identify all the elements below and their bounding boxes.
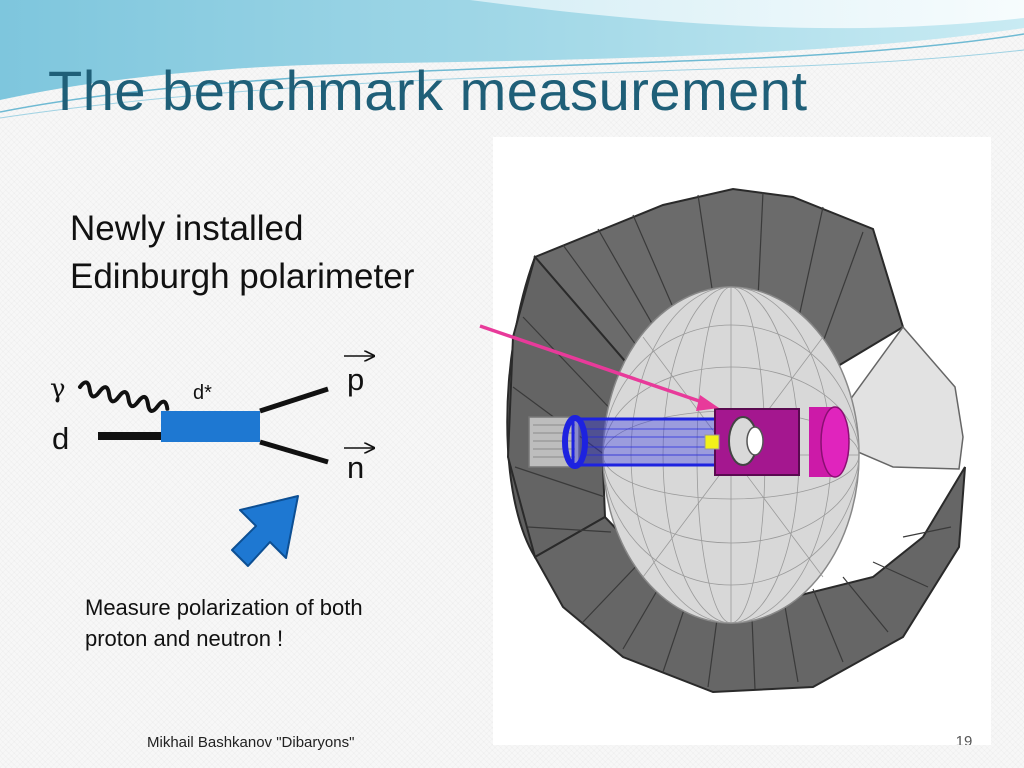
intro-text: Newly installed Edinburgh polarimeter: [70, 205, 414, 301]
neutron-label: n: [347, 450, 364, 485]
photon-wavy-line: [78, 380, 170, 413]
slide-title: The benchmark measurement: [48, 59, 808, 122]
blue-up-arrow-icon: [231, 495, 299, 567]
dstar-label: d*: [193, 382, 212, 404]
page-number: 19: [955, 733, 973, 745]
target-assembly: [528, 406, 850, 478]
intro-line-1: Newly installed: [70, 209, 304, 248]
neutron-line: [259, 439, 329, 465]
detector-illustration: [493, 137, 991, 745]
reaction-diagram: γ d d* p n: [50, 345, 400, 485]
footer-text: Mikhail Bashkanov "Dibaryons": [147, 734, 355, 751]
note-text: Measure polarization of both proton and …: [85, 592, 363, 654]
beam-pipe-ring: [562, 415, 588, 469]
note-line-2: proton and neutron !: [85, 626, 284, 651]
header-swoosh: [0, 0, 1024, 119]
dstar-resonance-box: [161, 411, 260, 442]
proton-label: p: [347, 362, 364, 397]
intro-line-2: Edinburgh polarimeter: [70, 257, 415, 296]
note-line-1: Measure polarization of both: [85, 595, 363, 620]
beam-pipe: [571, 417, 725, 467]
target-marker: [704, 434, 720, 450]
gamma-label: γ: [50, 374, 66, 404]
deuteron-label: d: [52, 421, 69, 456]
proton-line: [259, 386, 329, 414]
